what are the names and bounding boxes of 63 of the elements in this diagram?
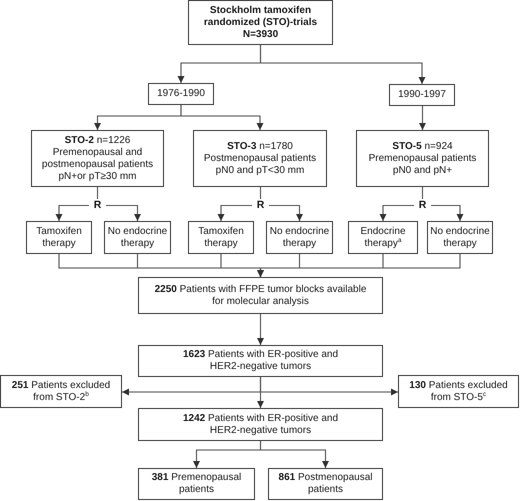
- flow-box: [348, 221, 418, 254]
- connector-arrow: [257, 377, 264, 408]
- flow-box: [138, 408, 383, 441]
- arm-label: Endocrine therapy$^{a}$: [359, 226, 407, 250]
- criteria-text: pN0 and pT<30 mm: [216, 164, 304, 176]
- period-label: 1990-1997: [398, 89, 446, 101]
- flow-box: [356, 130, 489, 187]
- connector-arrow: [56, 204, 89, 221]
- patient-count: N=3930: [242, 28, 278, 40]
- population-text: Premenopausal patients: [368, 152, 476, 164]
- arm-label: No endocrine therapy: [106, 226, 168, 250]
- randomization-label: R: [89, 199, 106, 212]
- connector-arrow: [380, 204, 414, 221]
- flow-box: [398, 375, 519, 408]
- trial-heading: STO-3 n=1780: [227, 140, 293, 152]
- flow-box: [389, 84, 455, 106]
- connector-line: [422, 187, 424, 199]
- connector-arrow: [257, 254, 461, 277]
- randomization-label: R: [414, 199, 431, 212]
- cohort-text: 1242 Patients with ER-positive and HER2-negative tumors: [182, 412, 340, 436]
- flow-box: [138, 345, 383, 377]
- connector-arrow: [431, 204, 464, 221]
- flow-box: [138, 468, 255, 500]
- arm-label: No endocrine therapy: [268, 226, 330, 250]
- flow-box: [148, 83, 214, 105]
- connector-arrow: [106, 204, 141, 221]
- flow-box: [138, 277, 383, 314]
- trial-title: Stockholm tamoxifen randomized (STO)-trials: [202, 4, 318, 28]
- criteria-text: pN+or pT≥30 mm: [58, 170, 136, 182]
- flow-box: [188, 0, 333, 45]
- connector-arrow: [269, 204, 303, 221]
- trial-heading: STO-2 n=1226: [64, 134, 130, 146]
- flow-box: [26, 221, 92, 254]
- flow-box: [31, 130, 164, 187]
- subgroup-text: 381 Premenopausal patients: [150, 472, 242, 496]
- connector-arrow: [218, 204, 252, 221]
- arm-label: Tamoxifen therapy: [197, 226, 245, 250]
- period-label: 1976-1990: [157, 88, 205, 100]
- connector-arrow: [257, 314, 264, 345]
- exclusion-text: 251 Patients excluded from STO-2$^{b}$: [10, 380, 112, 404]
- criteria-text: pN0 and pN+: [392, 164, 452, 176]
- flow-box: [188, 221, 254, 254]
- trial-heading: STO-5 n=924: [392, 140, 453, 152]
- connector-line: [260, 187, 262, 199]
- flow-box: [266, 221, 333, 254]
- population-text: Postmenopausal patients: [204, 152, 316, 164]
- exclusion-text: 130 Patients excluded from STO-5$^{c}$: [408, 380, 509, 404]
- connector-arrow: [260, 441, 329, 468]
- connector-line: [96, 187, 98, 199]
- flow-box: [104, 221, 171, 254]
- connector-arrow: [260, 45, 426, 84]
- cohort-text: 1623 Patients with ER-positive and HER2-negative tumors: [182, 349, 340, 373]
- flow-box: [268, 468, 383, 500]
- randomization-label: R: [252, 199, 269, 212]
- flow-box: [0, 375, 122, 408]
- arm-label: Tamoxifen therapy: [35, 226, 83, 250]
- connector-arrow: [180, 105, 264, 130]
- subgroup-text: 861 Postmenopausal patients: [278, 472, 374, 496]
- connector-arrow: [419, 106, 426, 130]
- flow-box: [193, 130, 327, 187]
- cohort-text: 2250 Patients with FFPE tumor blocks available for molecular analysis: [154, 284, 368, 308]
- flow-box: [427, 221, 493, 254]
- arm-label: No endocrine therapy: [429, 226, 491, 250]
